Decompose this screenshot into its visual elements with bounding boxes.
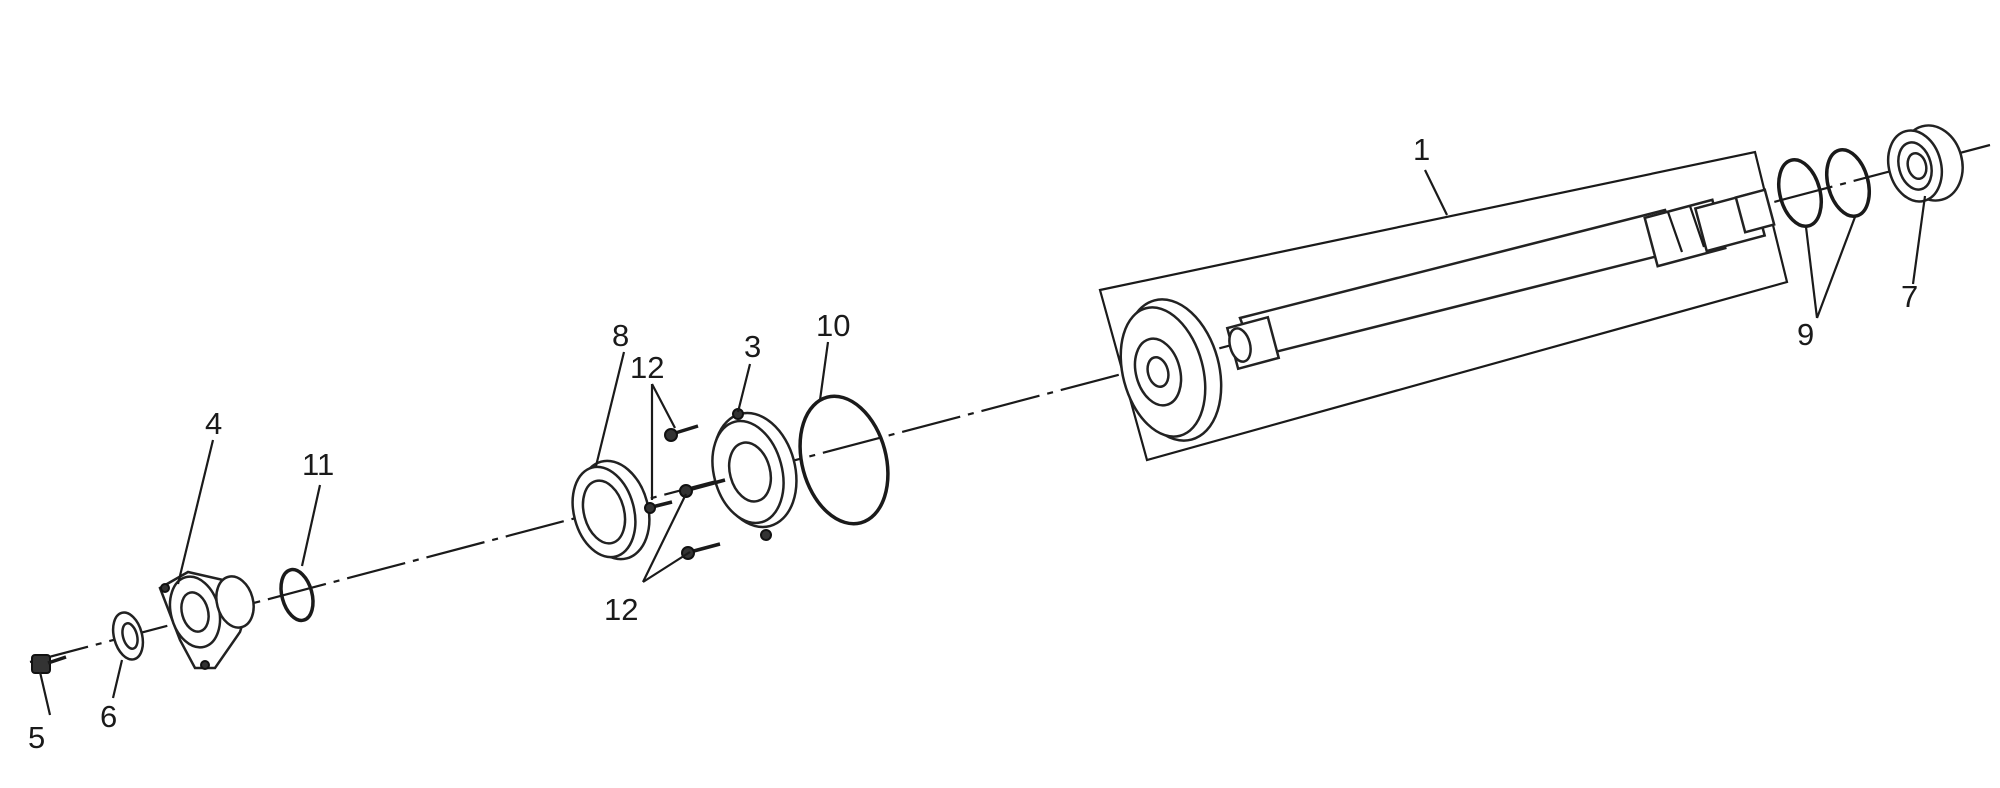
part-7-bearing [1886,124,1964,203]
callout-labels: 1 3 4 5 6 7 8 9 10 11 12 12 [28,132,1918,755]
callout-8: 8 [612,318,629,353]
callout-3: 3 [744,329,761,364]
bolt-bottom [681,542,721,560]
callout-4: 4 [205,406,222,441]
part-1-shaft-assembly [1098,150,1789,462]
part-10-o-ring [798,394,890,526]
callout-7: 7 [1901,279,1918,314]
callout-5: 5 [28,720,45,755]
callout-1: 1 [1413,132,1430,167]
part-4-housing [158,570,255,670]
bolt-left [644,500,673,514]
callout-6: 6 [100,699,117,734]
callout-12-top: 12 [630,350,664,385]
part-9-rings [1777,148,1871,228]
part-11-small-o-ring [279,567,315,623]
callout-10: 10 [816,308,850,343]
callout-9: 9 [1797,317,1814,352]
callout-11: 11 [302,447,334,482]
callout-12-bottom: 12 [604,592,638,627]
leader-lines [38,169,1927,716]
part-12-bolts [644,424,726,560]
part-3-flange [711,408,798,541]
bolt-middle [679,478,726,498]
part-6-washer [111,611,145,661]
bolt-top [664,424,699,442]
part-8-seal [571,459,651,561]
part-5-screw [31,654,67,674]
